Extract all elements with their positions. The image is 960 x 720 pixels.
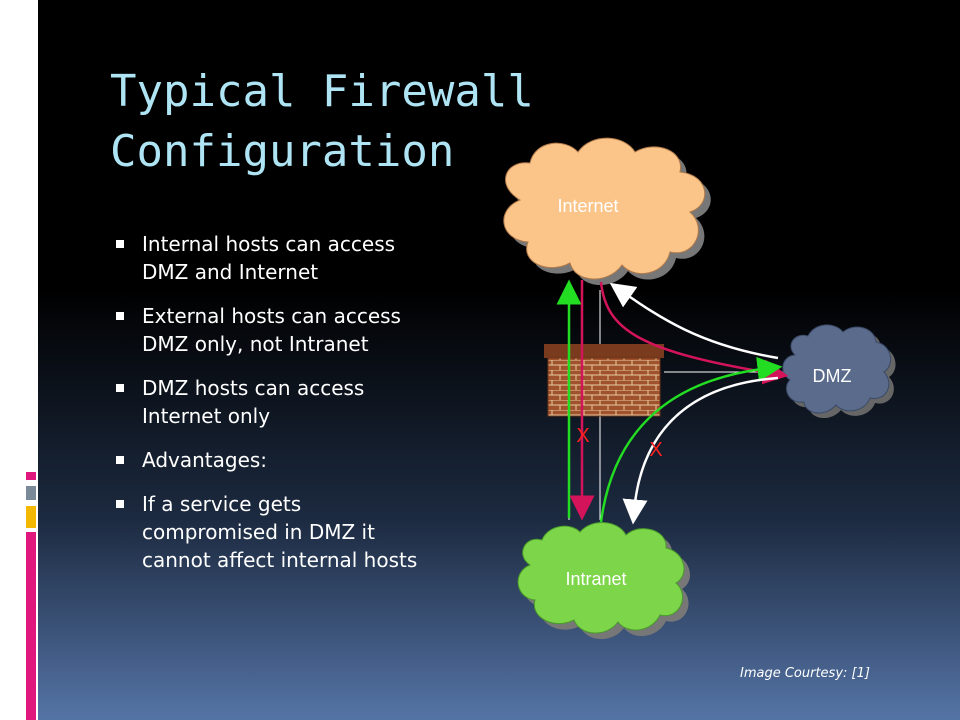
bullet-square-icon	[116, 312, 124, 320]
bullet-text-line: cannot affect internal hosts	[142, 548, 418, 572]
bullet-text-line: compromised in DMZ it	[142, 520, 375, 544]
firewall-wall	[544, 344, 664, 417]
blocked-mark-dmz-intranet: X	[649, 439, 662, 461]
bullet-text-line: DMZ and Internet	[142, 260, 319, 284]
slide-title: Typical Firewall Configuration	[110, 62, 540, 182]
blocked-mark-intranet: X	[576, 425, 589, 447]
arrow-internet-to-dmz	[599, 281, 789, 385]
accent-bar-magenta-top	[26, 472, 36, 480]
accent-bar-gray	[26, 486, 36, 500]
bullet-text-line: External hosts can access	[142, 304, 401, 328]
left-accent-strip	[0, 0, 38, 720]
bullet-square-icon	[116, 456, 124, 464]
bullet-text-line: If a service gets	[142, 492, 302, 516]
arrow-dmz-to-intranet-blocked	[622, 376, 779, 525]
accent-bar-yellow	[26, 506, 36, 528]
internet-cloud	[503, 137, 711, 286]
internet-label: Internet	[557, 196, 618, 216]
bullet-text-line: Internal hosts can access	[142, 232, 396, 256]
arrow-dmz-to-internet	[609, 282, 779, 360]
bullet-item: If a service gets compromised in DMZ it ca…	[112, 490, 472, 574]
dmz-label: DMZ	[813, 366, 852, 386]
bullet-square-icon	[116, 500, 124, 508]
accent-bar-magenta-long	[26, 532, 36, 720]
intranet-cloud	[517, 522, 691, 640]
image-courtesy-caption: Image Courtesy: [1]	[740, 666, 870, 681]
bullet-text-line: DMZ hosts can access	[142, 376, 365, 400]
bullet-item: Advantages:	[112, 446, 472, 474]
dmz-cloud	[782, 324, 896, 419]
bullet-square-icon	[116, 240, 124, 248]
bullet-text-line: Internet only	[142, 404, 271, 428]
firewall-diagram: Internet DMZ Intranet X X	[503, 137, 896, 640]
bullet-text-line: DMZ only, not Intranet	[142, 332, 369, 356]
intranet-label: Intranet	[565, 569, 626, 589]
bullet-text-line: Advantages:	[142, 448, 268, 472]
title-line-2: Configuration	[110, 126, 455, 177]
arrow-intranet-to-dmz	[599, 356, 783, 523]
bullet-square-icon	[116, 384, 124, 392]
title-line-1: Typical Firewall	[110, 66, 534, 117]
